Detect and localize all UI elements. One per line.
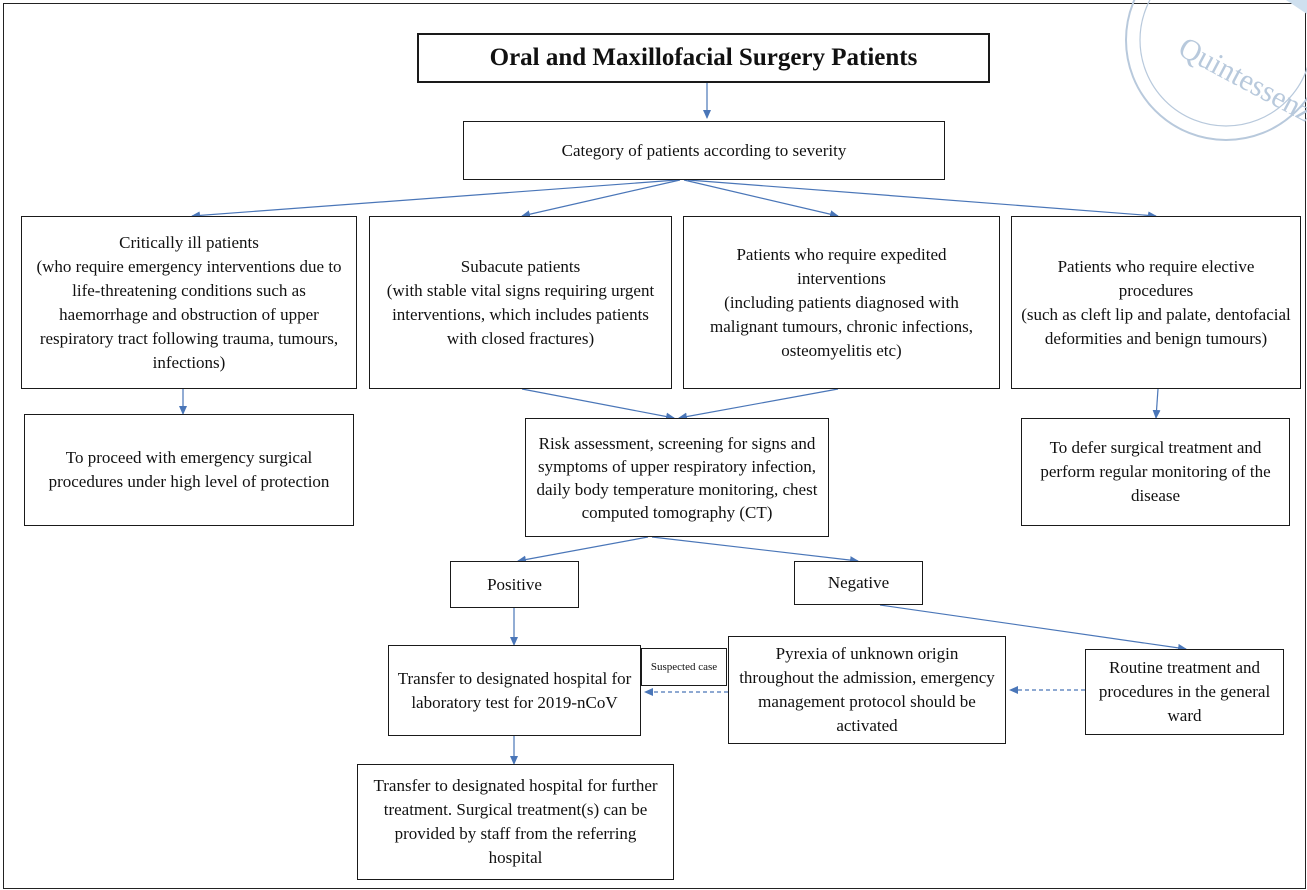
node-positive: Positive: [450, 561, 579, 608]
arrow-expedited-risk: [678, 388, 839, 421]
node-risk-assessment: Risk assessment, screening for signs and…: [525, 418, 829, 537]
node-defer: To defer surgical treatment and perform …: [1021, 418, 1290, 526]
node-expedited: Patients who require expedited intervent…: [683, 216, 1000, 389]
node-subacute: Subacute patients (with stable vital sig…: [369, 216, 672, 389]
diagram-frame: [3, 3, 1306, 889]
node-root: Oral and Maxillofacial Surgery Patients: [417, 33, 990, 83]
arrow-category-elective: [687, 179, 1157, 220]
arrow-negative-routine: [879, 604, 1187, 652]
arrow-category-critical: [191, 179, 678, 220]
arrow-risk-negative: [651, 536, 859, 565]
node-transfer-lab: Transfer to designated hospital for labo…: [388, 645, 641, 736]
node-emergency-procedures: To proceed with emergency surgical proce…: [24, 414, 354, 526]
label-suspected-case: Suspected case: [641, 648, 727, 686]
node-routine: Routine treatment and procedures in the …: [1085, 649, 1284, 735]
node-subacute-text: Subacute patients (with stable vital sig…: [386, 256, 655, 348]
arrow-category-subacute: [521, 179, 681, 219]
arrow-risk-positive: [517, 536, 649, 564]
node-elective: Patients who require elective procedures…: [1011, 216, 1301, 389]
arrow-category-expedited: [683, 179, 839, 219]
node-category: Category of patients according to severi…: [463, 121, 945, 180]
node-transfer-treatment: Transfer to designated hospital for furt…: [357, 764, 674, 880]
node-negative: Negative: [794, 561, 923, 605]
arrow-subacute-risk: [521, 388, 675, 421]
arrow-elective-defer: [1152, 388, 1161, 419]
quintessenz-stamp: Quintessenz: [1125, 0, 1307, 141]
node-critical: Critically ill patients (who require eme…: [21, 216, 357, 389]
node-expedited-text: Patients who require expedited intervent…: [710, 244, 973, 360]
node-elective-text: Patients who require elective procedures…: [1021, 256, 1291, 348]
node-pyrexia: Pyrexia of unknown origin throughout the…: [728, 636, 1006, 744]
node-critical-text: Critically ill patients (who require eme…: [36, 232, 342, 372]
